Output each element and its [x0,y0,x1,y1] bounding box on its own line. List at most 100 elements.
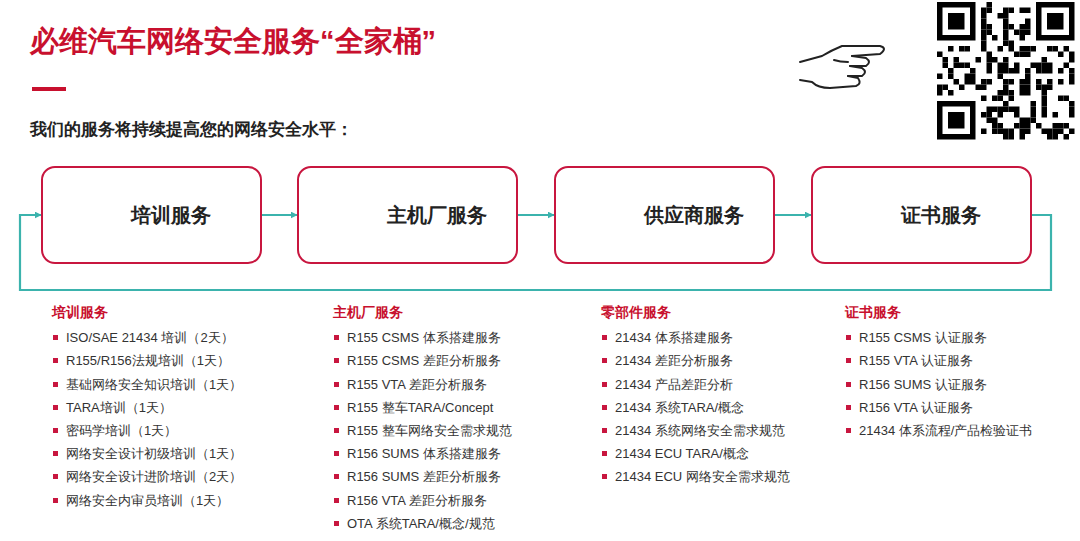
list-item: 21434 ECU TARA/概念 [601,445,749,463]
label-text: 密码学培训（1天） [66,423,177,438]
list-item: 21434 体系流程/产品检验证书 [845,422,1032,440]
label-text: 网络安全设计进阶培训（2天） [66,469,242,484]
column-heading: 培训服务 [52,304,108,322]
box-label: 培训服务 [131,202,211,229]
label-text: ISO/SAE 21434 培训（2天） [66,330,234,345]
service-box: 供应商服务 [554,166,775,264]
label-text: 21434 ECU 网络安全需求规范 [615,469,790,484]
label-text: 21434 体系流程/产品检验证书 [859,423,1032,438]
service-box: 培训服务 [41,166,262,264]
list-item: R155 CSMS 体系搭建服务 [333,329,501,347]
page-title: 必维汽车网络安全服务“全家桶” [30,22,436,62]
label-text: 我们的服务将持续提高您的网络安全水平： [30,120,353,139]
list-item: R155 CSMS 认证服务 [845,329,987,347]
flow-arrow [518,214,554,216]
bullet-square [53,405,58,410]
list-item: 21434 ECU 网络安全需求规范 [601,468,790,486]
label-text: 零部件服务 [601,305,671,320]
bullet-square [334,405,339,410]
bullet-square [846,382,851,387]
list-item: 网络安全设计进阶培训（2天） [52,468,242,486]
bullet-square [334,474,339,479]
label-text: 21434 体系搭建服务 [615,330,733,345]
qr-code [937,2,1075,140]
box-label: 供应商服务 [644,202,744,229]
label-text: R156 VTA 差距分析服务 [347,493,487,508]
column-heading: 主机厂服务 [333,304,403,322]
list-item: 21434 差距分析服务 [601,352,733,370]
bullet-square [846,428,851,433]
bullet-square [53,358,58,363]
list-item: R156 VTA 差距分析服务 [333,492,487,510]
list-item: 基础网络安全知识培训（1天） [52,376,242,394]
list-item: 网络安全设计初级培训（1天） [52,445,242,463]
column-heading: 零部件服务 [601,304,671,322]
label-text: R155 整车网络安全需求规范 [347,423,512,438]
hand-icon [800,46,884,88]
bullet-square [602,451,607,456]
label-text: 培训服务 [52,305,108,320]
label-text: R156 SUMS 认证服务 [859,377,987,392]
label-text: 网络安全内审员培训（1天） [66,493,229,508]
bullet-square [602,474,607,479]
bullet-square [334,382,339,387]
label-text: R155 VTA 认证服务 [859,353,973,368]
bullet-square [53,474,58,479]
list-item: R155 整车TARA/Concept [333,399,493,417]
label-text: 21434 产品差距分析 [615,377,733,392]
flow-arrow [775,214,811,216]
bullet-square [334,358,339,363]
list-item: R156 SUMS 体系搭建服务 [333,445,501,463]
column-heading: 证书服务 [845,304,901,322]
list-item: R155/R156法规培训（1天） [52,352,230,370]
bullet-square [334,428,339,433]
subtitle: 我们的服务将持续提高您的网络安全水平： [30,118,353,141]
flow-arrow [262,214,297,216]
list-item: R155 VTA 差距分析服务 [333,376,487,394]
bullet-square [602,428,607,433]
label-text: R156 VTA 认证服务 [859,400,973,415]
bullet-square [846,405,851,410]
list-item: R155 CSMS 差距分析服务 [333,352,501,370]
list-item: TARA培训（1天） [52,399,172,417]
bullet-square [602,358,607,363]
list-item: OTA 系统TARA/概念/规范 [333,515,495,533]
list-item: R155 整车网络安全需求规范 [333,422,512,440]
label-text: TARA培训（1天） [66,400,172,415]
bullet-square [602,335,607,340]
box-label: 主机厂服务 [387,202,487,229]
list-item: 21434 体系搭建服务 [601,329,733,347]
box-label: 证书服务 [901,202,981,229]
label-text: R156 SUMS 体系搭建服务 [347,446,501,461]
label-text: R155 CSMS 体系搭建服务 [347,330,501,345]
bullet-square [602,382,607,387]
service-box: 证书服务 [811,166,1032,264]
list-item: R156 SUMS 差距分析服务 [333,468,501,486]
label-text: R155 整车TARA/Concept [347,400,493,415]
label-text: R156 SUMS 差距分析服务 [347,469,501,484]
list-item: 密码学培训（1天） [52,422,177,440]
bullet-square [334,521,339,526]
list-item: 21434 系统TARA/概念 [601,399,744,417]
list-item: ISO/SAE 21434 培训（2天） [52,329,234,347]
label-text: R155 VTA 差距分析服务 [347,377,487,392]
bullet-square [334,451,339,456]
label-text: 网络安全设计初级培训（1天） [66,446,242,461]
bullet-square [53,382,58,387]
list-item: R156 VTA 认证服务 [845,399,973,417]
label-text: 21434 系统TARA/概念 [615,400,744,415]
list-item: 网络安全内审员培训（1天） [52,492,229,510]
list-item: R155 VTA 认证服务 [845,352,973,370]
label-text: OTA 系统TARA/概念/规范 [347,516,495,531]
bullet-square [53,451,58,456]
service-box: 主机厂服务 [297,166,518,264]
bullet-square [53,498,58,503]
list-item: 21434 产品差距分析 [601,376,733,394]
label-text: R155/R156法规培训（1天） [66,353,230,368]
bullet-square [602,405,607,410]
bullet-square [334,498,339,503]
label-text: 21434 差距分析服务 [615,353,733,368]
title-underline [32,87,66,91]
label-text: 基础网络安全知识培训（1天） [66,377,242,392]
label-text: 21434 ECU TARA/概念 [615,446,749,461]
